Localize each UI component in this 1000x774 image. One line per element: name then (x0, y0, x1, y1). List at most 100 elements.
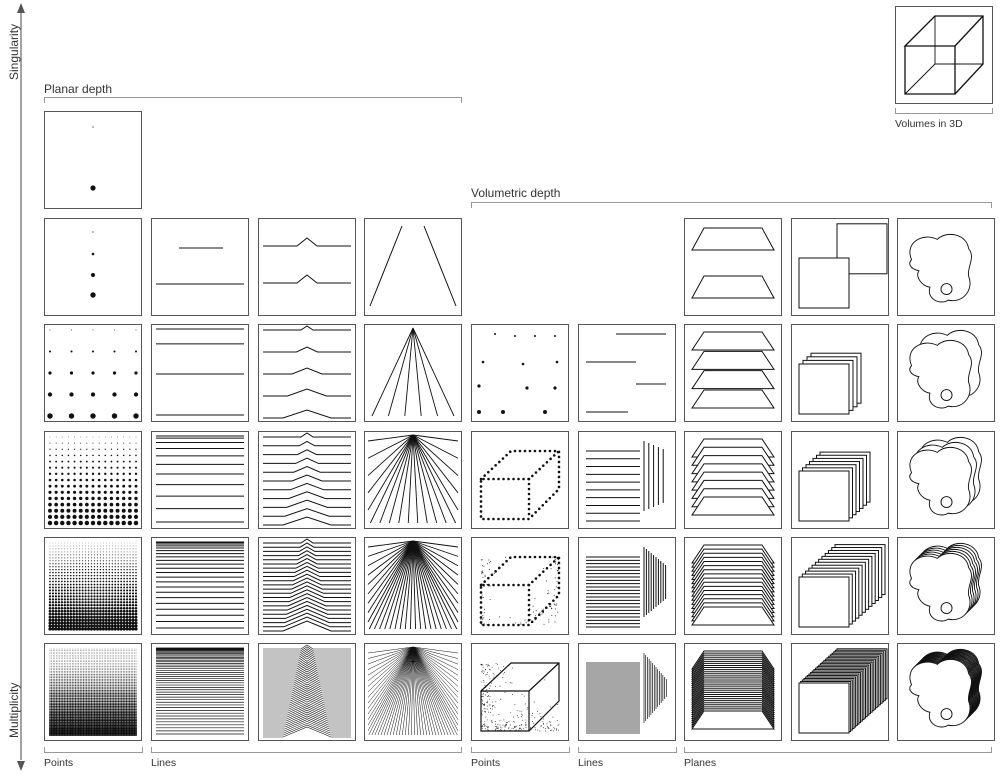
dot-mark (76, 545, 78, 547)
dot-mark (71, 732, 74, 735)
dot-mark (126, 661, 127, 663)
dot-mark (106, 681, 108, 683)
dot-mark (89, 670, 91, 672)
dot-mark (90, 677, 92, 679)
dot-mark (103, 716, 105, 719)
dot-mark (127, 724, 129, 727)
dot-mark (117, 718, 120, 720)
dot-mark (130, 721, 133, 724)
dot-mark (104, 718, 107, 720)
dot-mark (79, 653, 81, 655)
dot-mark (69, 621, 73, 625)
dot-mark (98, 732, 101, 735)
dot-mark (98, 708, 101, 711)
dot-mark (85, 560, 87, 562)
stipple-dot (484, 711, 486, 713)
dot-mark (62, 704, 64, 706)
line-mark (412, 434, 459, 476)
dot-mark (63, 686, 65, 688)
dot-mark (117, 557, 119, 559)
dot-mark (94, 688, 96, 690)
dot-mark (82, 542, 83, 544)
dot-mark (60, 707, 62, 709)
dot-mark (99, 606, 102, 610)
dot-mark (92, 699, 94, 701)
dot-mark (62, 700, 64, 703)
dot-mark (105, 586, 108, 589)
dot-mark (49, 707, 51, 709)
dot-mark (73, 686, 75, 688)
dot-mark (84, 708, 86, 711)
dot-mark (111, 669, 113, 671)
dot-mark (130, 659, 132, 661)
dot-mark (73, 563, 75, 565)
dot-mark (98, 707, 101, 709)
dot-mark (102, 675, 103, 677)
dot-mark (114, 685, 116, 687)
dot-mark (132, 554, 134, 556)
dot-mark (59, 683, 61, 685)
dot-mark (63, 729, 66, 732)
dot-mark (95, 721, 98, 724)
line-mark (263, 694, 351, 704)
dot-mark (127, 732, 130, 735)
dot-mark (67, 551, 69, 553)
dot-mark (58, 715, 61, 717)
dot-mark (123, 563, 125, 565)
dot-mark (113, 621, 117, 625)
dot-mark (81, 658, 83, 659)
dot-mark (64, 650, 65, 651)
dot-mark (71, 691, 73, 693)
dot-mark (85, 542, 86, 544)
dot-mark (135, 580, 137, 583)
stipple-dot (508, 726, 510, 728)
dot-mark (111, 697, 113, 700)
dot-mark (60, 659, 62, 661)
dot-mark (110, 672, 111, 674)
dot-mark (89, 689, 91, 691)
dot-mark (117, 688, 120, 690)
dot-mark (132, 672, 134, 674)
dot-mark (128, 595, 132, 598)
dot-mark (93, 598, 96, 601)
dot-mark (132, 705, 134, 708)
dot-mark (60, 658, 62, 659)
dot-mark (99, 732, 102, 735)
line-mark (263, 652, 351, 658)
line-mark (263, 670, 351, 678)
dot-mark (75, 653, 76, 655)
dot-mark (62, 670, 64, 672)
dot-mark (65, 655, 67, 656)
dot-mark (122, 715, 125, 717)
dot-mark (65, 659, 67, 661)
stipple-dot (517, 715, 519, 717)
dot-mark (120, 577, 123, 580)
dot-mark (61, 548, 63, 550)
dot-mark (70, 571, 72, 574)
dot-mark (116, 604, 120, 607)
dot-mark (95, 702, 97, 704)
dot-mark (105, 604, 108, 607)
dot-mark (111, 696, 113, 698)
dot-mark (95, 688, 97, 690)
dot-mark (70, 680, 72, 682)
dot-mark (57, 726, 59, 728)
dot-mark (113, 683, 115, 685)
dot-mark (108, 577, 111, 580)
dot-mark (90, 681, 92, 683)
dot-mark (58, 708, 61, 711)
dot-mark (71, 705, 74, 708)
tile-r3-c8 (791, 431, 889, 529)
dot-mark (111, 557, 113, 559)
dot-mark (93, 721, 96, 724)
dot-mark (81, 669, 83, 671)
dot-mark (135, 667, 137, 669)
dot-mark (119, 653, 121, 655)
dot-mark (113, 699, 115, 701)
dot-mark (555, 360, 559, 364)
dot-mark (99, 586, 102, 589)
dot-mark (122, 691, 124, 693)
dot-mark (132, 704, 134, 706)
dot-mark (95, 708, 97, 711)
dot-mark (59, 648, 60, 650)
